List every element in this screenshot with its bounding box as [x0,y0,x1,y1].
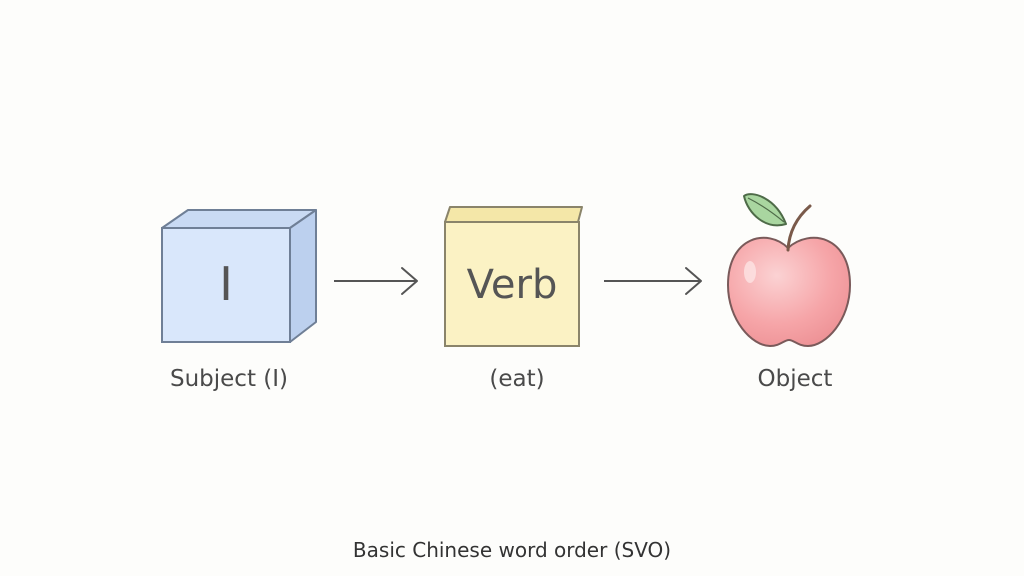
verb-label: (eat) [489,366,545,392]
arrow-right-icon [334,267,418,295]
apple-icon [727,193,851,347]
arrow-right-icon [604,267,702,295]
diagram-caption: Basic Chinese word order (SVO) [352,538,672,562]
verb-box: Verb [444,206,583,347]
subject-cube: I [161,209,317,343]
object-label: Object [757,366,833,392]
subject-label: Subject (I) [169,366,289,392]
apple-stem [786,204,812,252]
subject-box-text: I [219,257,233,311]
verb-box-text: Verb [467,262,558,308]
